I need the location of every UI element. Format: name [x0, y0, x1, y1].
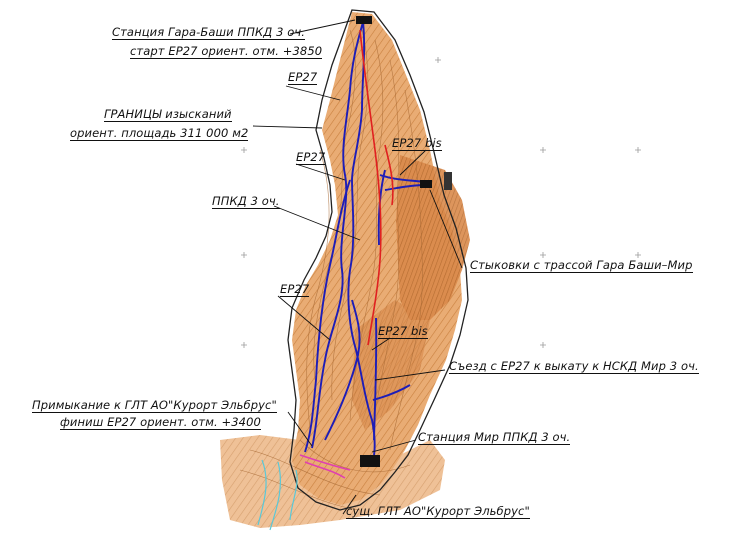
label-survey-area: ориент. площадь 311 000 м2	[70, 126, 249, 141]
label-ep27-b: ЕР27	[296, 150, 326, 165]
label-ep27-c: ЕР27	[280, 282, 310, 297]
label-ep27-a: ЕР27	[288, 70, 318, 85]
terrain-bottom	[220, 435, 445, 528]
label-ep27-bis-b: ЕР27 bis	[378, 324, 428, 339]
stations	[356, 16, 452, 467]
station-mir-icon	[360, 455, 380, 467]
terrain-main	[292, 12, 462, 505]
label-start-ep27: старт ЕР27 ориент. отм. +3850	[130, 44, 323, 59]
terrain-ridge	[352, 300, 430, 430]
survey-boundary	[287, 9, 469, 511]
label-station-gara-bashi: Станция Гара-Баши ППКД 3 оч.	[112, 25, 306, 40]
label-ep27-bis-a: ЕР27 bis	[392, 136, 442, 151]
label-ppkd: ППКД 3 оч.	[212, 194, 280, 209]
river	[257, 459, 298, 531]
label-finish-ep27: финиш ЕР27 ориент. отм. +3400	[60, 415, 261, 430]
terrain	[220, 12, 470, 528]
label-exit-to-nskd: Съезд с ЕР27 к выкату к НСКД Мир 3 оч.	[449, 359, 699, 374]
label-existing-glt: сущ. ГЛТ АО"Курорт Эльбрус"	[346, 504, 530, 519]
route-ppkd	[359, 29, 394, 346]
terrain-east	[396, 155, 470, 320]
label-junction-glt: Примыкание к ГЛТ АО"Курорт Эльбрус"	[32, 398, 277, 413]
docking-station-icon	[420, 180, 432, 188]
station-gara-bashi-icon	[356, 16, 372, 24]
label-survey-bounds: ГРАНИЦЫ изысканий	[104, 107, 232, 122]
grid-marks	[241, 57, 641, 348]
label-dockings: Стыковки с трассой Гара Баши–Мир	[470, 258, 693, 273]
existing-glt	[299, 454, 351, 479]
label-station-mir: Станция Мир ППКД 3 оч.	[418, 430, 571, 445]
leader-lines	[252, 19, 463, 515]
